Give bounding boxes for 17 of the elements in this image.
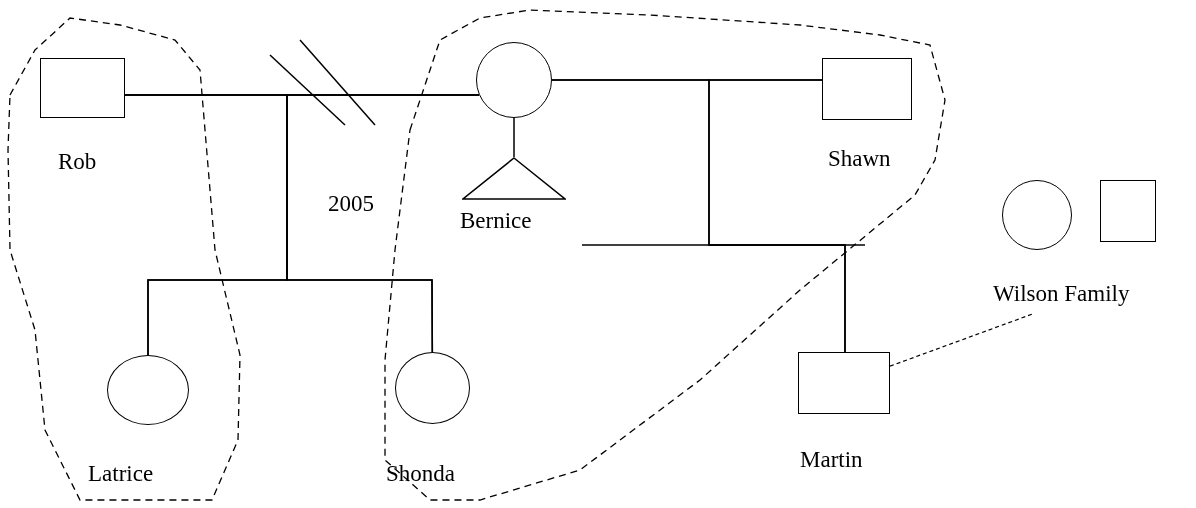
person-name: Rob — [58, 148, 97, 176]
leader-line — [889, 313, 1034, 367]
person-name: Bernice — [460, 207, 532, 235]
person-name: Shawn — [828, 145, 891, 173]
male-symbol — [1100, 180, 1156, 242]
family-label: Wilson Family — [993, 280, 1165, 314]
relationship-line — [708, 79, 846, 353]
person-name: Shonda — [386, 460, 455, 488]
male-symbol — [822, 58, 912, 120]
person-name: Martin — [800, 446, 863, 474]
relationship-line — [513, 117, 515, 158]
relationship-line — [286, 94, 480, 353]
pregnancy-symbol — [462, 157, 566, 200]
male-symbol — [798, 352, 890, 414]
year-label: 2005 — [328, 190, 374, 218]
person-name: Latrice — [88, 460, 154, 488]
male-symbol — [40, 58, 125, 118]
